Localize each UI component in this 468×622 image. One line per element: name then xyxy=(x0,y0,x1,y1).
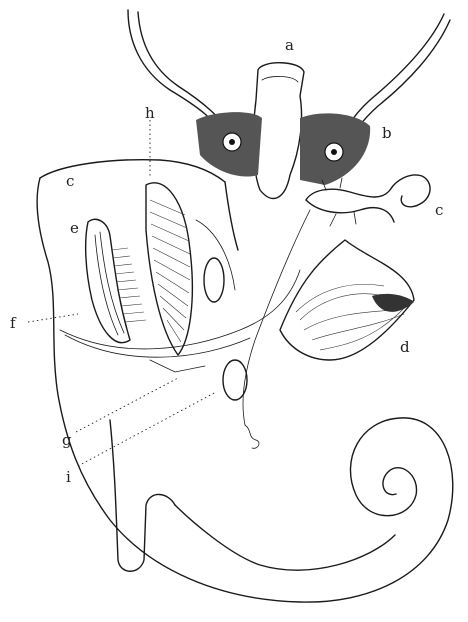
tentacles xyxy=(128,10,450,162)
shell-d xyxy=(280,240,414,360)
label-h: h xyxy=(145,104,155,122)
label-d: d xyxy=(400,338,410,356)
oval-organ xyxy=(196,220,235,302)
leader-lines xyxy=(28,120,216,466)
organ-e xyxy=(86,219,146,342)
ducts xyxy=(60,210,310,448)
label-g: g xyxy=(62,431,72,449)
label-a: a xyxy=(285,36,294,54)
label-e: e xyxy=(70,219,79,237)
label-f: f xyxy=(10,314,17,332)
gill-h xyxy=(146,183,192,355)
label-b: b xyxy=(382,124,392,142)
label-c-right: c xyxy=(435,201,443,219)
label-i: i xyxy=(66,468,71,486)
collar xyxy=(196,112,370,185)
label-c-left: c xyxy=(66,172,74,190)
